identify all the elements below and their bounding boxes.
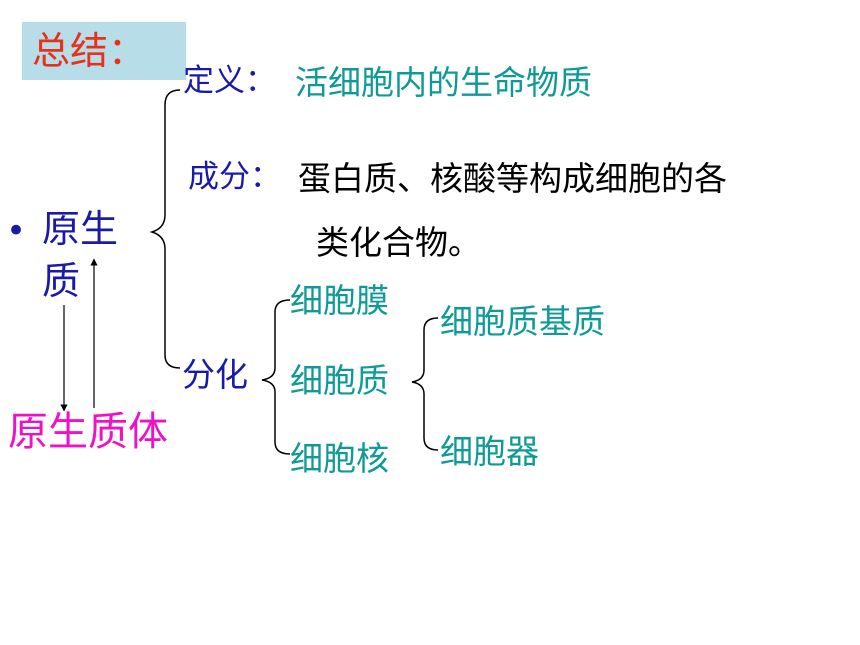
main-term-line1: 原生 <box>42 207 119 251</box>
composition-text-line2: 类化合物。 <box>316 223 481 262</box>
main-term-line2: 质 <box>42 259 81 303</box>
related-term: 原生质体 <box>8 409 168 455</box>
main-brace <box>149 89 181 369</box>
differentiation-label: 分化 <box>182 355 248 394</box>
part-cell-membrane: 细胞膜 <box>290 281 389 320</box>
summary-title: 总结： <box>32 29 147 73</box>
cytoplasm-brace <box>411 317 439 451</box>
cytoplasm-matrix: 细胞质基质 <box>440 302 605 341</box>
definition-text: 活细胞内的生命物质 <box>295 63 592 102</box>
summary-title-box: 总结： <box>22 22 186 80</box>
part-cytoplasm: 细胞质 <box>290 361 389 400</box>
bullet: • <box>6 211 27 251</box>
organelles: 细胞器 <box>440 432 539 471</box>
definition-label: 定义： <box>183 63 276 99</box>
part-nucleus: 细胞核 <box>290 439 389 478</box>
differentiation-brace <box>261 299 291 455</box>
composition-label: 成分： <box>188 159 281 195</box>
composition-text-line1: 蛋白质、核酸等构成细胞的各 <box>298 159 727 198</box>
